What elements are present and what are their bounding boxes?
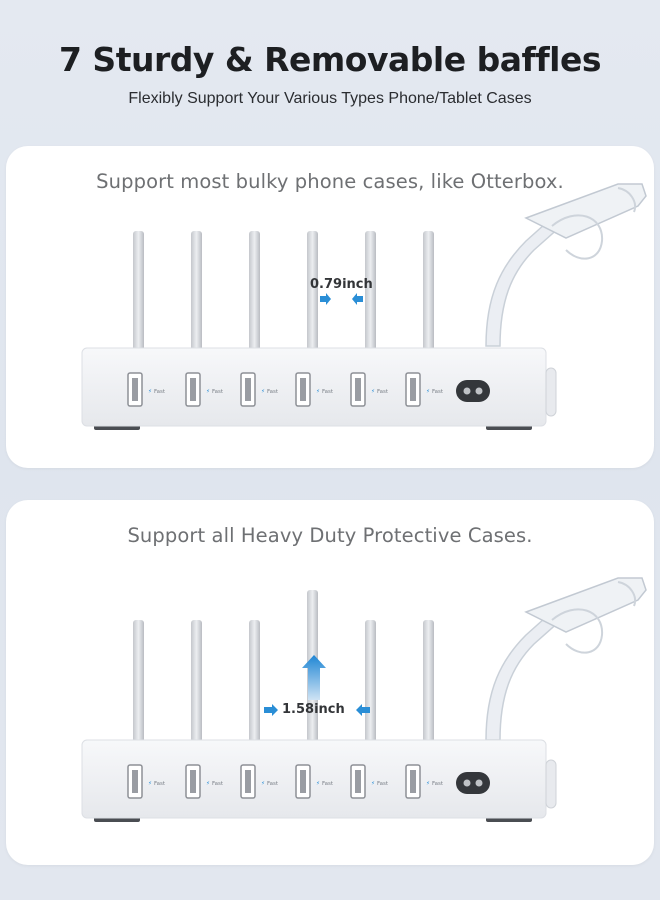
baffle-rod bbox=[365, 620, 376, 742]
baffle-rod bbox=[365, 231, 376, 351]
charging-base bbox=[81, 739, 557, 822]
charging-station-illustration: ⚡Fast ⚡Fast ⚡Fast ⚡Fast ⚡Fast ⚡Fast bbox=[81, 577, 647, 822]
power-socket bbox=[456, 772, 490, 794]
gap-measurement: 0.79inch bbox=[310, 277, 373, 292]
page-subheadline: Flexibly Support Your Various Types Phon… bbox=[128, 90, 532, 107]
baffle-rod bbox=[423, 231, 434, 351]
lightning-icon: ⚡ bbox=[261, 388, 265, 395]
fast-labels: ⚡Fast ⚡Fast ⚡Fast ⚡Fast ⚡Fast ⚡Fast bbox=[148, 388, 444, 395]
baffle-rod bbox=[191, 231, 202, 351]
charging-base bbox=[81, 347, 557, 430]
fast-label: Fast bbox=[154, 781, 166, 787]
fast-label: Fast bbox=[322, 389, 334, 395]
lightning-icon: ⚡ bbox=[316, 780, 320, 787]
lightning-icon: ⚡ bbox=[316, 388, 320, 395]
gap-arrows bbox=[264, 704, 370, 716]
usb-port-row bbox=[127, 764, 421, 799]
charging-station-illustration: ⚡Fast ⚡Fast ⚡Fast ⚡Fast ⚡Fast ⚡Fast bbox=[81, 183, 647, 430]
fast-label: Fast bbox=[212, 389, 224, 395]
fast-label: Fast bbox=[212, 781, 224, 787]
baffle-rods bbox=[133, 590, 434, 742]
lightning-icon: ⚡ bbox=[206, 780, 210, 787]
arrow-up-icon bbox=[302, 655, 326, 700]
baffle-rod bbox=[133, 620, 144, 742]
panel-heavy-duty-cases: Support all Heavy Duty Protective Cases. bbox=[6, 500, 654, 865]
panel-caption: Support all Heavy Duty Protective Cases. bbox=[127, 524, 533, 547]
panel-bulky-cases: Support most bulky phone cases, like Ott… bbox=[6, 146, 654, 468]
lightning-icon: ⚡ bbox=[371, 388, 375, 395]
baffle-rod bbox=[423, 620, 434, 742]
baffle-rod bbox=[133, 231, 144, 351]
lightning-icon: ⚡ bbox=[426, 388, 430, 395]
clear-tablet-stand bbox=[485, 183, 647, 347]
usb-port-row bbox=[127, 372, 421, 407]
panel-caption: Support most bulky phone cases, like Ott… bbox=[96, 170, 564, 193]
fast-label: Fast bbox=[377, 781, 389, 787]
power-socket bbox=[456, 380, 490, 402]
baffle-rod bbox=[307, 231, 318, 351]
lightning-icon: ⚡ bbox=[426, 780, 430, 787]
baffle-rod bbox=[249, 231, 260, 351]
page-headline: 7 Sturdy & Removable baffles bbox=[58, 40, 602, 79]
gap-measurement: 1.58inch bbox=[282, 702, 345, 717]
lightning-icon: ⚡ bbox=[371, 780, 375, 787]
lightning-icon: ⚡ bbox=[148, 388, 152, 395]
arrow-left-icon bbox=[356, 704, 370, 716]
arrow-right-icon bbox=[320, 293, 331, 305]
fast-label: Fast bbox=[377, 389, 389, 395]
lightning-icon: ⚡ bbox=[148, 780, 152, 787]
fast-label: Fast bbox=[322, 781, 334, 787]
lightning-icon: ⚡ bbox=[206, 388, 210, 395]
fast-labels: ⚡Fast ⚡Fast ⚡Fast ⚡Fast ⚡Fast ⚡Fast bbox=[148, 780, 444, 787]
arrow-right-icon bbox=[264, 704, 278, 716]
clear-tablet-stand bbox=[485, 577, 647, 741]
baffle-rod bbox=[249, 620, 260, 742]
fast-label: Fast bbox=[432, 389, 444, 395]
fast-label: Fast bbox=[267, 781, 279, 787]
gap-arrows bbox=[320, 293, 363, 305]
fast-label: Fast bbox=[432, 781, 444, 787]
lightning-icon: ⚡ bbox=[261, 780, 265, 787]
baffle-rods bbox=[133, 231, 434, 351]
fast-label: Fast bbox=[154, 389, 166, 395]
arrow-left-icon bbox=[352, 293, 363, 305]
baffle-rod bbox=[191, 620, 202, 742]
fast-label: Fast bbox=[267, 389, 279, 395]
